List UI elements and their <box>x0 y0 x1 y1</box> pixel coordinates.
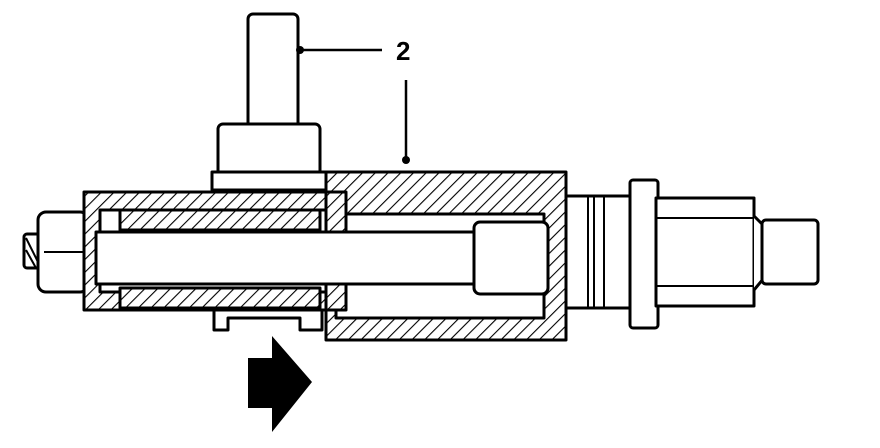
spindle <box>94 208 550 310</box>
clamp-lugs <box>212 308 324 332</box>
socket-tool <box>210 12 328 192</box>
leader-dot-top <box>296 46 304 54</box>
leader-dot-bottom <box>402 156 410 164</box>
callout-2-leader <box>300 48 408 160</box>
left-nut <box>22 210 90 294</box>
right-assembly <box>564 178 820 330</box>
arrow-right-icon <box>248 336 312 432</box>
callout-number: 2 <box>396 36 410 66</box>
